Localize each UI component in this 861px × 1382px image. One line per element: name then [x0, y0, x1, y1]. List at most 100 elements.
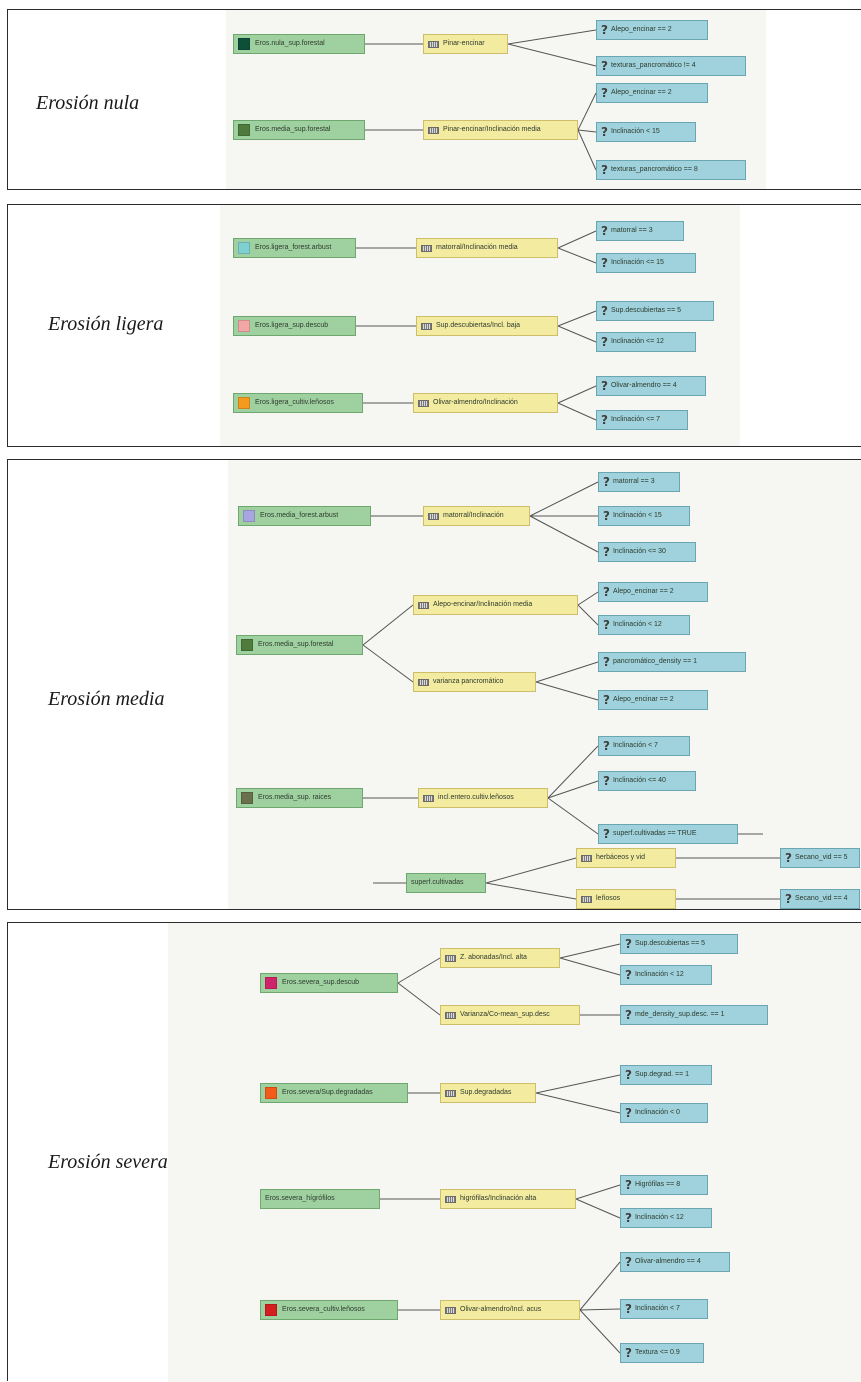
table-icon [418, 399, 429, 407]
condition-node[interactable]: ?Inclinación < 7 [620, 1299, 708, 1319]
condition-node[interactable]: ?Olivar-almendro == 4 [596, 376, 706, 396]
condition-node[interactable]: ?Inclinación <= 15 [596, 253, 696, 273]
question-icon: ? [625, 1068, 632, 1082]
table-icon [421, 322, 432, 330]
condition-node[interactable]: ?Inclinación <= 40 [598, 771, 696, 791]
question-icon: ? [601, 335, 608, 349]
condition-node[interactable]: ?matorral == 3 [598, 472, 680, 492]
condition-node[interactable]: ?Alepo_encinar == 2 [598, 582, 708, 602]
question-icon: ? [603, 655, 610, 669]
connector-lines [362, 481, 780, 900]
question-icon: ? [601, 379, 608, 393]
condition-node[interactable]: ?Inclinación < 12 [620, 1208, 712, 1228]
condition-node[interactable]: ?mde_density_sup.desc. == 1 [620, 1005, 768, 1025]
condition-node[interactable]: ?Inclinación <= 12 [596, 332, 696, 352]
condition-node[interactable]: ?Inclinación < 12 [598, 615, 690, 635]
question-icon: ? [603, 693, 610, 707]
condition-node[interactable]: ?Secano_vid == 5 [780, 848, 860, 868]
condition-node[interactable]: ?texturas_pancromático != 4 [596, 56, 746, 76]
class-node[interactable]: Eros.ligera_forest.arbust [233, 238, 356, 258]
rule-node[interactable]: matorral/Inclinación [423, 506, 530, 526]
condition-node[interactable]: ?Inclinación <= 30 [598, 542, 696, 562]
color-swatch [265, 1304, 277, 1316]
condition-node[interactable]: ?Inclinación <= 7 [596, 410, 688, 430]
color-swatch [241, 792, 253, 804]
condition-node[interactable]: ?Alepo_encinar == 2 [598, 690, 708, 710]
question-icon: ? [625, 1106, 632, 1120]
color-swatch [265, 977, 277, 989]
question-icon: ? [601, 86, 608, 100]
condition-node[interactable]: ?matorral == 3 [596, 221, 684, 241]
condition-node[interactable]: ?Inclinación < 0 [620, 1103, 708, 1123]
rule-node[interactable]: Sup.degradadas [440, 1083, 536, 1103]
condition-node[interactable]: ?Inclinación < 15 [596, 122, 696, 142]
rule-node[interactable]: herbáceos y vid [576, 848, 676, 868]
condition-node[interactable]: ?Olivar-almendro == 4 [620, 1252, 730, 1272]
rule-node[interactable]: leñosos [576, 889, 676, 909]
panel-erosion-severa: Erosión severa Eros.severa_sup.descub Z.… [7, 922, 861, 1382]
condition-node[interactable]: ?Sup.descubiertas == 5 [620, 934, 738, 954]
question-icon: ? [601, 413, 608, 427]
condition-node[interactable]: ?Alepo_encinar == 2 [596, 83, 708, 103]
question-icon: ? [601, 304, 608, 318]
question-icon: ? [601, 256, 608, 270]
table-icon [445, 1306, 456, 1314]
condition-node[interactable]: ?pancromático_density == 1 [598, 652, 746, 672]
rule-node[interactable]: matorral/Inclinación media [416, 238, 558, 258]
rule-node[interactable]: higrófilas/Inclinación alta [440, 1189, 576, 1209]
class-node[interactable]: Eros.severa_hígrófilos [260, 1189, 380, 1209]
condition-node[interactable]: ?superf.cultivadas == TRUE [598, 824, 738, 844]
rule-node[interactable]: varianza pancromático [413, 672, 536, 692]
connector-lines [365, 29, 597, 171]
section-label: Erosión media [48, 688, 165, 710]
table-icon [581, 895, 592, 903]
table-icon [421, 244, 432, 252]
rule-node[interactable]: Pinar-encinar [423, 34, 508, 54]
question-icon: ? [603, 585, 610, 599]
rule-node[interactable]: Alepo-encinar/Inclinación media [413, 595, 578, 615]
condition-node[interactable]: ?Textura <= 0.9 [620, 1343, 704, 1363]
color-swatch [238, 124, 250, 136]
rule-node[interactable]: Pinar-encinar/Inclinación media [423, 120, 578, 140]
class-node[interactable]: Eros.severa_cultiv.leñosos [260, 1300, 398, 1320]
question-icon: ? [601, 224, 608, 238]
condition-node[interactable]: ?Sup.descubiertas == 5 [596, 301, 714, 321]
class-node[interactable]: Eros.severa/Sup.degradadas [260, 1083, 408, 1103]
table-icon [423, 794, 434, 802]
panel-erosion-media: Erosión media Eros.media_forest.arbust [7, 459, 861, 910]
condition-node[interactable]: ?Inclinación < 15 [598, 506, 690, 526]
condition-node[interactable]: ?Sup.degrad. == 1 [620, 1065, 712, 1085]
class-node[interactable]: superf.cultivadas [406, 873, 486, 893]
rule-node[interactable]: Z. abonadas/Incl. alta [440, 948, 560, 968]
question-icon: ? [603, 509, 610, 523]
question-icon: ? [603, 739, 610, 753]
section-label: Erosión ligera [48, 313, 164, 335]
class-node[interactable]: Eros.ligera_cultiv.leñosos [233, 393, 363, 413]
class-node[interactable]: Eros.media_sup.forestal [233, 120, 365, 140]
condition-node[interactable]: ?Higrófilas == 8 [620, 1175, 708, 1195]
rule-node[interactable]: Sup.descubiertas/Incl. baja [416, 316, 558, 336]
class-node[interactable]: Eros.media_forest.arbust [238, 506, 371, 526]
table-icon [428, 512, 439, 520]
condition-node[interactable]: ?Secano_vid == 4 [780, 889, 860, 909]
class-node[interactable]: Eros.severa_sup.descub [260, 973, 398, 993]
question-icon: ? [603, 475, 610, 489]
rule-node[interactable]: Olivar-almendro/Inclinación [413, 393, 558, 413]
color-swatch [243, 510, 255, 522]
table-icon [445, 1195, 456, 1203]
condition-node[interactable]: ?texturas_pancromático == 8 [596, 160, 746, 180]
question-icon: ? [785, 851, 792, 865]
rule-node[interactable]: Varianza/Co-mean_sup.desc [440, 1005, 580, 1025]
connector-lines [380, 943, 621, 1354]
condition-node[interactable]: ?Inclinación < 12 [620, 965, 712, 985]
class-node[interactable]: Eros.media_sup.forestal [236, 635, 363, 655]
class-node[interactable]: Eros.ligera_sup.descub [233, 316, 356, 336]
question-icon: ? [601, 23, 608, 37]
rule-node[interactable]: incl.entero.cultiv.leñosos [418, 788, 548, 808]
condition-node[interactable]: ?Alepo_encinar == 2 [596, 20, 708, 40]
class-node[interactable]: Eros.media_sup. raices [236, 788, 363, 808]
rule-node[interactable]: Olivar-almendro/Incl. acus [440, 1300, 580, 1320]
table-icon [428, 40, 439, 48]
condition-node[interactable]: ?Inclinación < 7 [598, 736, 690, 756]
class-node[interactable]: Eros.nula_sup.forestal [233, 34, 365, 54]
